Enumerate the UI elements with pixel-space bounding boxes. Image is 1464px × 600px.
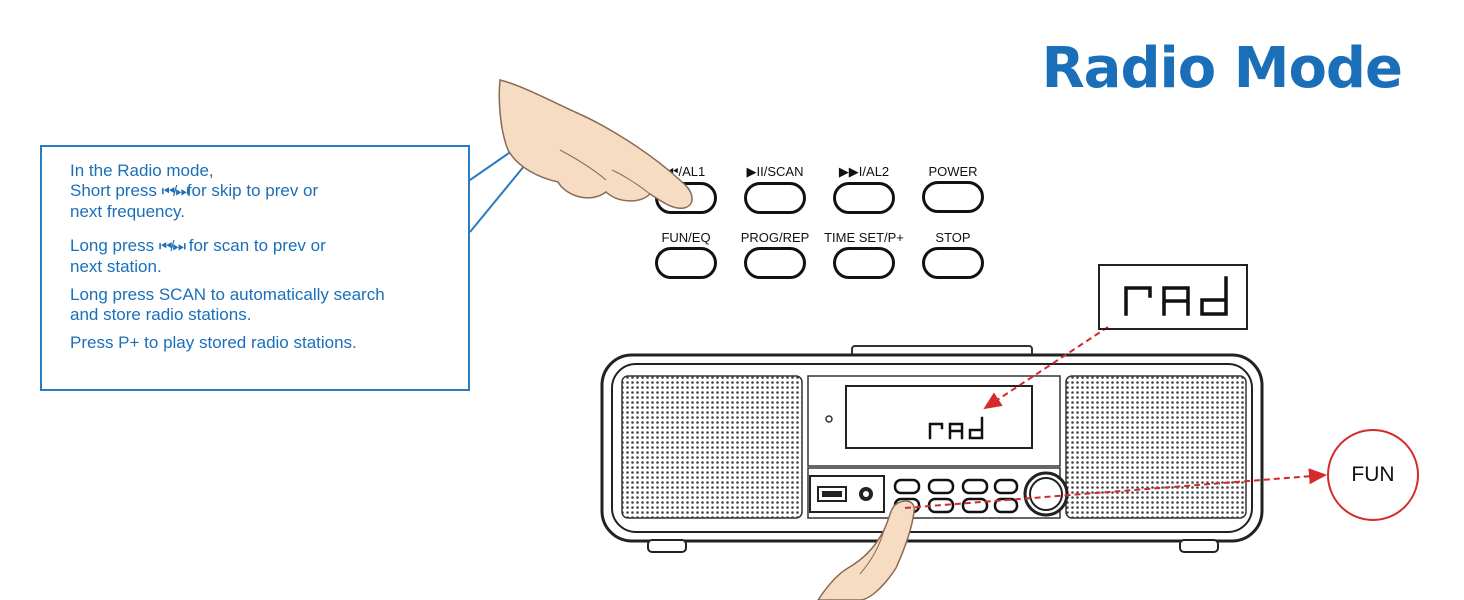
left-speaker-grille — [621, 375, 803, 519]
button-power[interactable]: POWER — [913, 164, 993, 213]
callout-intro: In the Radio mode, — [70, 161, 214, 180]
callout-short-line2: next frequency. — [70, 202, 185, 221]
page-title: Radio Mode — [1041, 36, 1403, 101]
button-time-set[interactable]: TIME SET/P+ — [824, 230, 904, 279]
right-speaker-grille — [1065, 375, 1247, 519]
device-display-text — [928, 416, 984, 440]
radio-device — [600, 345, 1264, 553]
display-zoom — [1098, 264, 1248, 330]
callout-scan-line2: and store radio stations. — [70, 305, 252, 324]
fun-label: FUN — [1351, 463, 1395, 486]
button-play-scan[interactable]: ▶II/SCAN — [735, 164, 815, 214]
callout-long-prefix: Long press — [70, 236, 159, 255]
callout-p-plus: Press P+ to play stored radio stations. — [70, 333, 357, 352]
button-fun-eq[interactable]: FUN/EQ — [646, 230, 726, 279]
annotation-arrows — [904, 326, 1327, 509]
callout-short-prefix: Short press — [70, 181, 162, 200]
callout-long-press: Long press ⏮/⏭ for scan to prev or next … — [70, 236, 468, 277]
skip-icons: ⏮/⏭ — [161, 183, 189, 200]
callout-short-suffix: for skip to prev or — [186, 181, 319, 200]
pointing-hand-top — [498, 79, 693, 209]
callout-short-press: In the Radio mode, Short press ⏮/⏭for sk… — [70, 161, 468, 222]
callout-long-line2: next station. — [70, 257, 162, 276]
fun-callout-circle: FUN — [1327, 429, 1419, 521]
large-display-text — [1124, 276, 1228, 316]
button-prog-rep[interactable]: PROG/REP — [735, 230, 815, 279]
scan-icons: ⏮/⏭ — [158, 238, 186, 255]
callout-scan: Long press SCAN to automatically search … — [70, 285, 468, 325]
button-next-al2[interactable]: ▶▶I/AL2 — [824, 164, 904, 214]
callout-long-suffix: for scan to prev or — [184, 236, 326, 255]
button-stop[interactable]: STOP — [913, 230, 993, 279]
pointing-hand-bottom — [817, 500, 915, 600]
callout-scan-line1: Long press SCAN to automatically search — [70, 285, 385, 304]
device-lcd — [845, 385, 1033, 449]
instruction-callout: In the Radio mode, Short press ⏮/⏭for sk… — [40, 145, 470, 391]
